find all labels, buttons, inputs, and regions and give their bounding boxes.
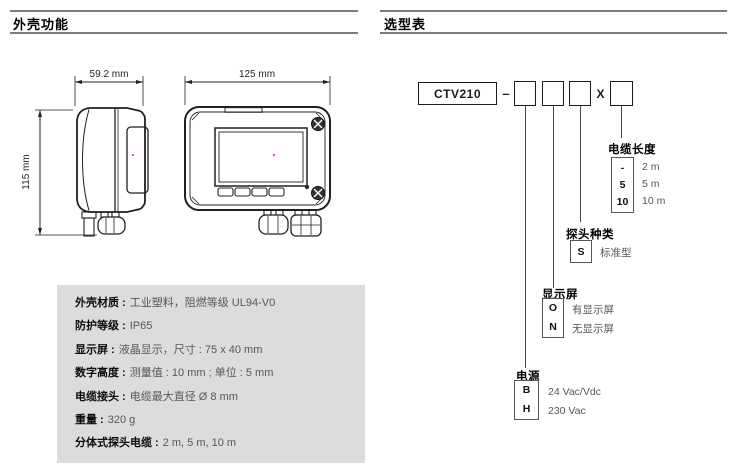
code-separator: –	[502, 86, 510, 101]
left-header-bottom-rule	[10, 32, 358, 34]
spec-value: 液晶显示，尺寸 : 75 x 40 mm	[118, 343, 263, 356]
spec-value: 320 g	[107, 414, 136, 427]
right-section-title: 选型表	[384, 17, 427, 32]
connector-probe	[580, 106, 581, 222]
spec-label: 重量 :	[75, 414, 104, 427]
spec-value: 2 m, 5 m, 10 m	[162, 437, 237, 450]
power-codes: B H	[514, 380, 539, 420]
code-slot-probe	[569, 81, 591, 106]
front-gland-right	[290, 209, 322, 237]
ordering-code-diagram: CTV210 – X 电缆长度 - 5 10 2 m 5 m 10 m 探头种类…	[380, 60, 750, 470]
left-section-title: 外壳功能	[13, 17, 70, 32]
power-code: B	[522, 384, 531, 396]
probe-type-title: 探头种类	[566, 229, 614, 241]
front-gland-left	[258, 209, 289, 235]
display-code: O	[548, 302, 558, 314]
cable-code: 5	[619, 178, 626, 191]
probe-type-codes: S	[570, 240, 592, 263]
option-label: 无显示屏	[572, 323, 614, 335]
option-label: 有显示屏	[572, 304, 614, 316]
spec-row: 数字高度 :测量值 : 10 mm ; 单位 : 5 mm	[57, 362, 365, 385]
spec-value: 电缆最大直径 Ø 8 mm	[129, 390, 238, 403]
option-label: 24 Vac/Vdc	[548, 386, 601, 398]
right-header-top-rule	[380, 10, 727, 12]
artifact-dot	[273, 154, 275, 156]
side-view-drawing	[76, 107, 149, 237]
spec-label: 数字高度 :	[75, 367, 126, 380]
display-labels: 有显示屏 无显示屏	[572, 301, 614, 339]
code-x-mark: X	[596, 86, 605, 101]
spec-label: 电缆接头 :	[75, 390, 126, 403]
artifact-dot	[132, 154, 134, 156]
power-code: H	[522, 403, 531, 415]
option-label: 230 Vac	[548, 405, 586, 417]
front-buttons	[217, 187, 285, 197]
left-header-top-rule	[10, 10, 358, 12]
power-labels: 24 Vac/Vdc 230 Vac	[548, 383, 601, 421]
cable-length-labels: 2 m 5 m 10 m	[642, 159, 665, 210]
side-height-dimension	[35, 109, 97, 236]
connector-display	[553, 106, 554, 288]
connector-power	[525, 106, 526, 368]
display-codes: O N	[542, 298, 564, 338]
spec-row: 电缆接头 :电缆最大直径 Ø 8 mm	[57, 386, 365, 409]
right-header-bottom-rule	[380, 32, 727, 34]
cable-code: 10	[616, 195, 629, 208]
spec-row: 显示屏 :液晶显示，尺寸 : 75 x 40 mm	[57, 339, 365, 362]
option-label: 2 m	[642, 161, 660, 173]
option-label: 10 m	[642, 195, 666, 207]
spec-row: 分体式探头电缆 :2 m, 5 m, 10 m	[57, 432, 365, 455]
code-slot-display	[542, 81, 564, 106]
option-label: 标准型	[600, 247, 632, 259]
code-slot-power	[514, 81, 536, 106]
led-dot	[304, 184, 310, 190]
spec-value: 测量值 : 10 mm ; 单位 : 5 mm	[129, 367, 274, 380]
side-height-label: 115 mm	[21, 154, 32, 189]
screw-bottom-right	[311, 186, 325, 200]
technical-drawing: 59.2 mm 115 mm	[21, 69, 331, 237]
spec-row: 外壳材质 :工业塑料，阻燃等级 UL94-V0	[57, 292, 365, 315]
spec-label: 分体式探头电缆 :	[75, 437, 159, 450]
display-code: N	[549, 321, 557, 333]
spec-label: 外壳材质 :	[75, 297, 126, 309]
option-label: 5 m	[642, 178, 660, 190]
front-width-dimension	[184, 76, 331, 105]
spec-label: 显示屏 :	[75, 343, 115, 356]
side-width-label: 59.2 mm	[90, 69, 129, 80]
probe-type-labels: 标准型	[600, 245, 632, 260]
front-view-drawing	[184, 106, 331, 237]
screw-top-right	[311, 117, 325, 131]
spec-value: 工业塑料，阻燃等级 UL94-V0	[129, 297, 276, 309]
side-width-dimension	[74, 76, 144, 106]
cable-length-title: 电缆长度	[608, 144, 656, 156]
spec-label: 防护等级 :	[75, 320, 126, 333]
model-code-box: CTV210	[418, 82, 497, 105]
cable-length-codes: - 5 10	[611, 157, 634, 213]
spec-row: 重量 :320 g	[57, 409, 365, 432]
front-width-label: 125 mm	[239, 69, 275, 80]
housing-specs-box: 外壳材质 :工业塑料，阻燃等级 UL94-V0 防护等级 :IP65 显示屏 :…	[57, 285, 365, 463]
cable-code: -	[620, 161, 625, 174]
spec-row: 防护等级 :IP65	[57, 315, 365, 338]
spec-value: IP65	[129, 320, 153, 333]
code-slot-cable	[610, 81, 633, 106]
connector-cable	[621, 106, 622, 138]
probe-code: S	[577, 245, 585, 258]
display-frame	[214, 127, 308, 187]
display-screen	[218, 131, 304, 183]
